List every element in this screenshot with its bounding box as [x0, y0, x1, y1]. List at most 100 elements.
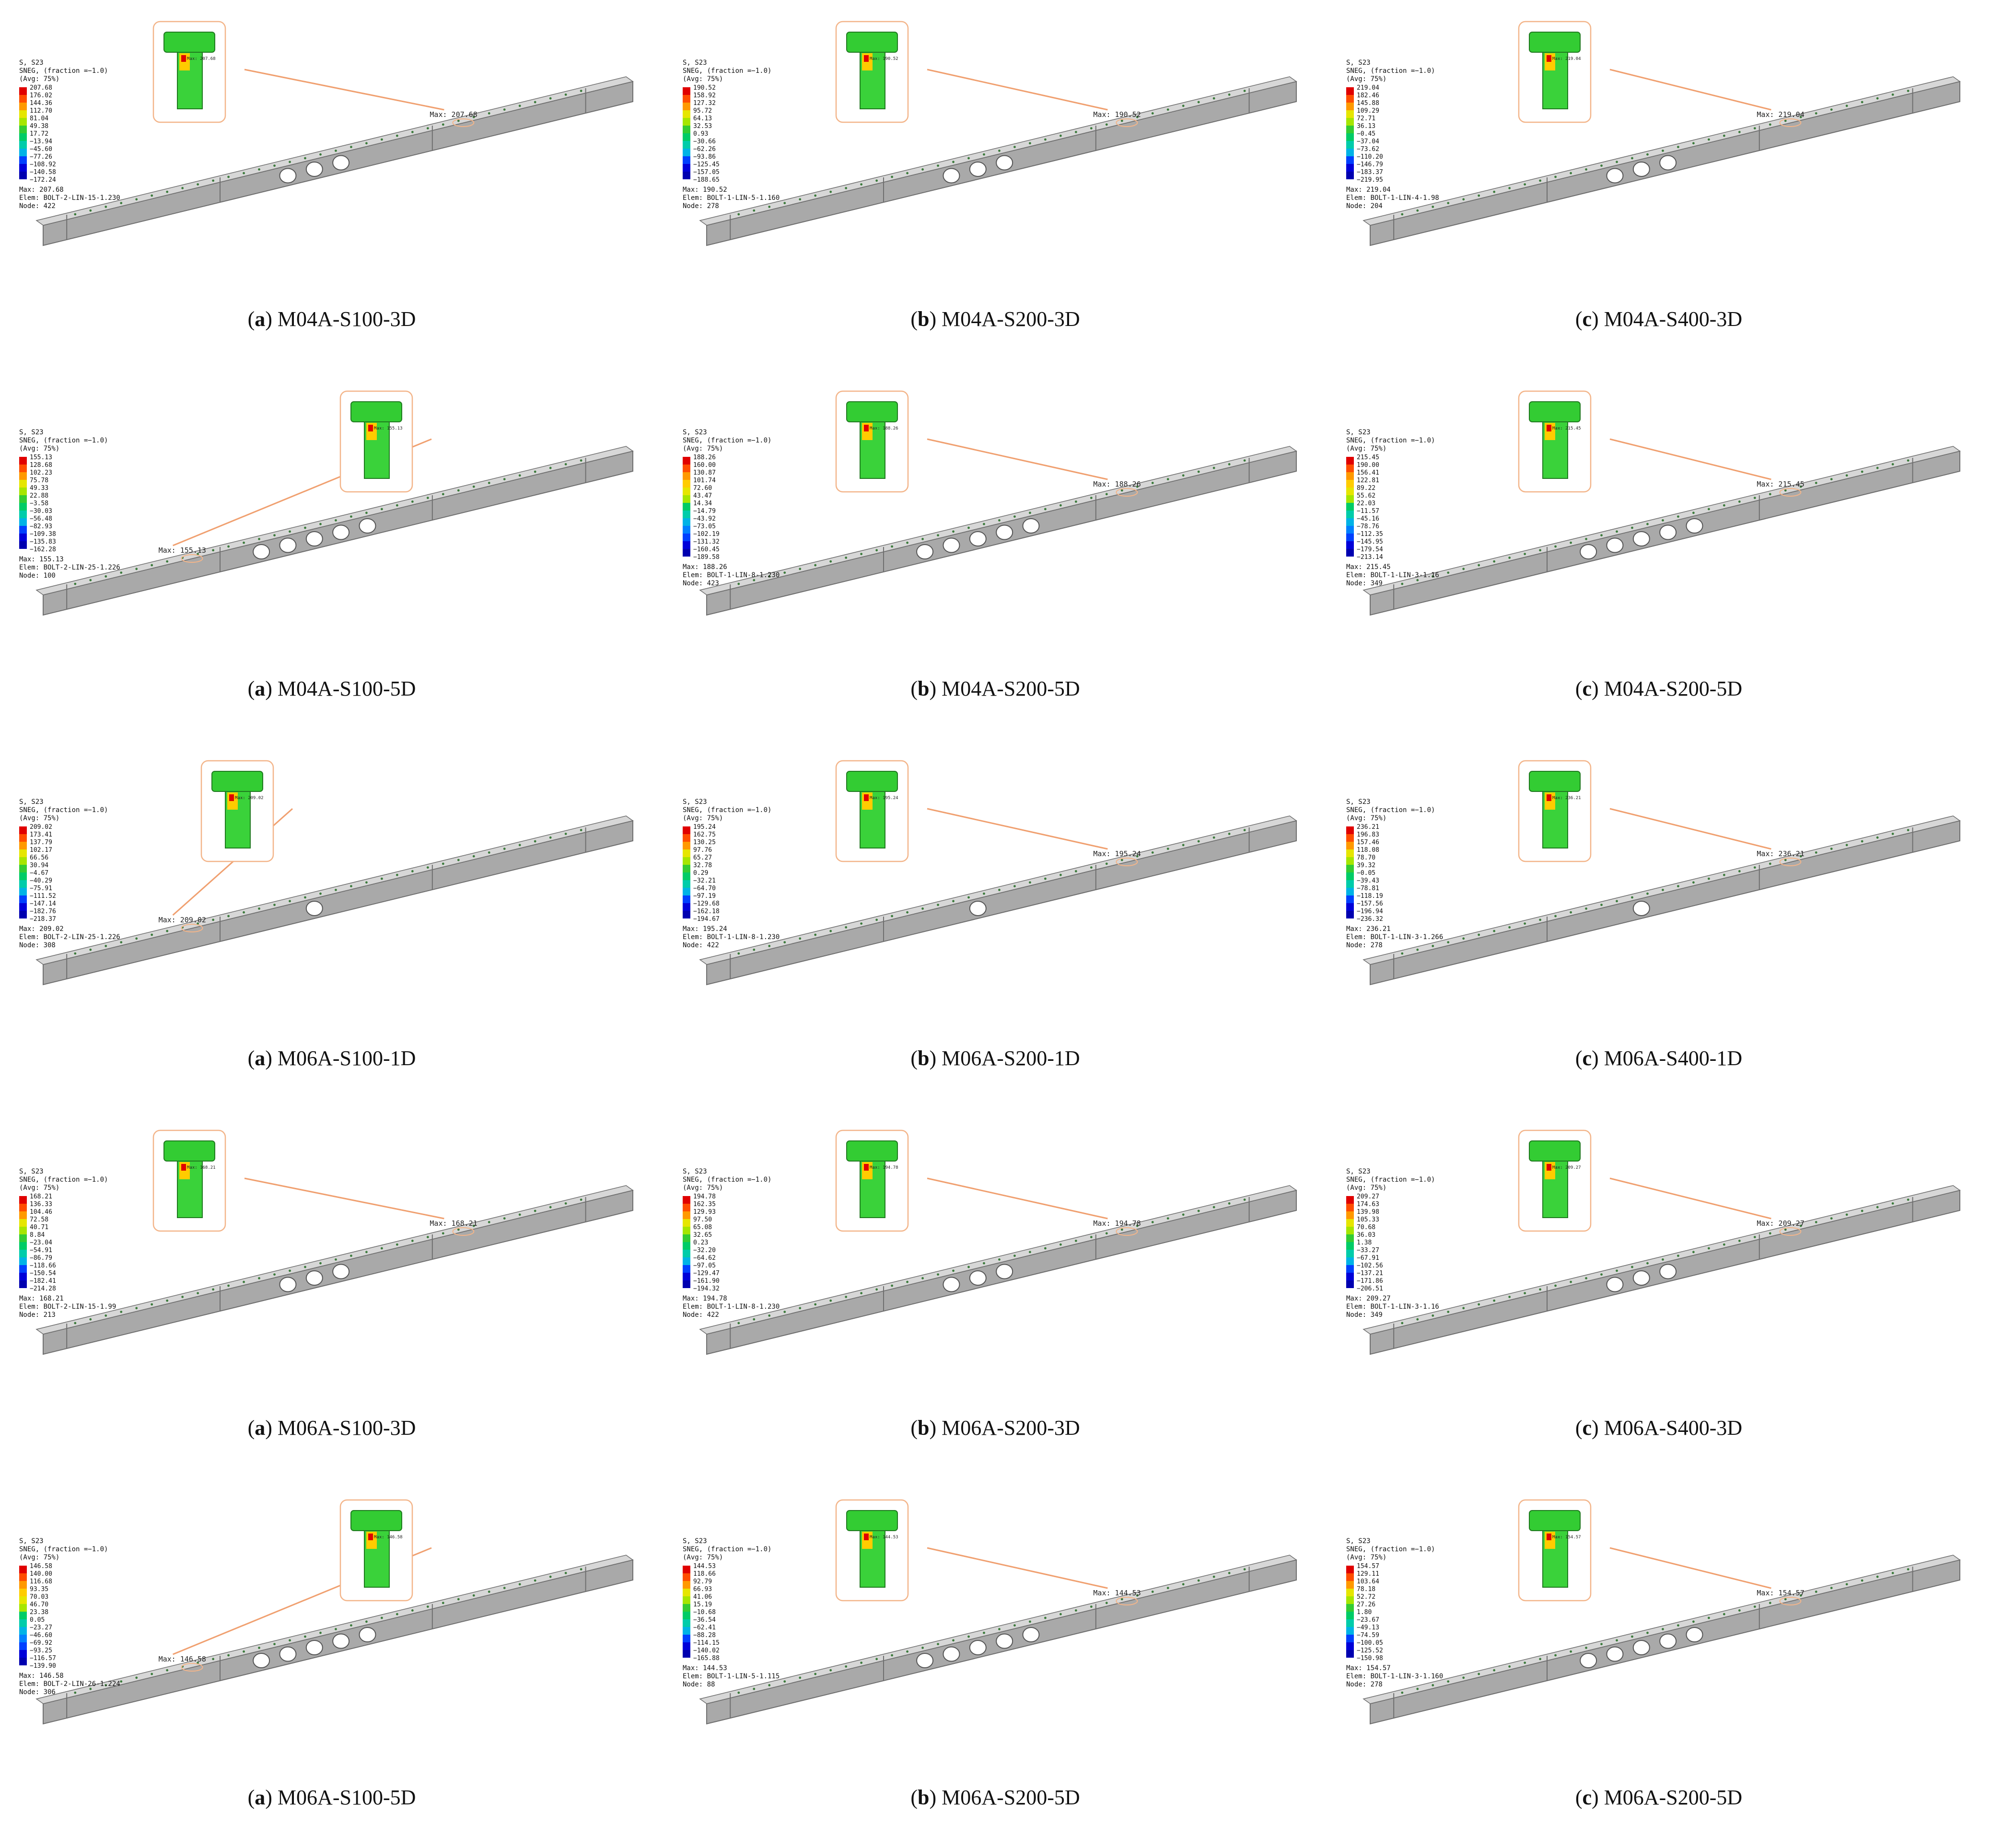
legend-color-band: [19, 849, 27, 857]
legend-value: 127.32: [693, 100, 716, 107]
legend-value: 102.17: [30, 847, 52, 854]
bolt-inset: Max: 155.13: [339, 390, 413, 493]
max-location-marker: [181, 1663, 203, 1672]
legend-value: −45.60: [30, 146, 52, 153]
caption-letter: a: [255, 677, 266, 700]
legend-color-band: [683, 164, 690, 172]
legend-value: 155.13: [30, 454, 52, 461]
legend-footer-line: Node: 213: [19, 1311, 56, 1319]
legend-footer-line: Elem: BOLT-1-LIN-3-1.16: [1346, 571, 1439, 579]
web-opening: [1580, 1653, 1597, 1668]
legend-color-band: [19, 1589, 27, 1596]
legend-value: 130.87: [693, 469, 716, 477]
web-opening: [359, 1627, 376, 1642]
web-openings: [253, 518, 376, 559]
legend-value: 40.71: [30, 1224, 48, 1231]
bolt-shape: [1529, 1140, 1581, 1218]
legend-value: −43.92: [693, 515, 716, 523]
web-opening: [359, 518, 376, 534]
web-opening: [305, 531, 323, 546]
legend-value: −150.54: [30, 1270, 56, 1277]
legend-color-band: [683, 126, 690, 133]
legend-header-line: SNEG, (fraction =−1.0): [19, 67, 108, 75]
legend-value: −13.94: [30, 138, 52, 145]
legend-value: 194.78: [693, 1193, 716, 1200]
caption-name: M06A-S400-3D: [1604, 1416, 1743, 1440]
legend-value: −218.37: [30, 916, 56, 923]
legend-color-band: [19, 1619, 27, 1627]
legend-value: 55.62: [1357, 492, 1375, 500]
bolt-row: [737, 829, 1246, 955]
bolt-shape: [1529, 1510, 1581, 1588]
legend-header-line: S, S23: [1346, 1168, 1371, 1175]
legend-color-band: [683, 826, 690, 834]
legend-color-band: [683, 849, 690, 857]
web-opening: [253, 544, 270, 559]
legend-value: 70.03: [30, 1593, 48, 1601]
caption-letter: c: [1582, 1786, 1592, 1809]
legend-color-band: [19, 133, 27, 141]
legend-value: 0.29: [693, 870, 708, 877]
legend-value: 109.29: [1357, 107, 1379, 115]
legend-color-band: [683, 1242, 690, 1250]
legend-header-line: (Avg: 75%): [19, 814, 59, 822]
legend-value: −145.95: [1357, 538, 1383, 546]
legend-value: −64.62: [693, 1255, 716, 1262]
steel-beam: [1362, 815, 1961, 986]
legend-value: 64.13: [693, 115, 712, 122]
legend-color-band: [1346, 526, 1354, 534]
max-location-marker: [1779, 488, 1802, 497]
max-location-marker: [1779, 1227, 1802, 1236]
web-opening: [943, 1646, 960, 1662]
legend-color-band: [683, 103, 690, 110]
legend-value: −77.26: [30, 153, 52, 161]
legend-value: −140.02: [693, 1647, 720, 1654]
panel-caption: (c) M04A-S200-5D: [1575, 677, 1743, 700]
legend-footer-line: Node: 422: [683, 941, 719, 949]
legend-color-band: [683, 1619, 690, 1627]
legend-header-line: SNEG, (fraction =−1.0): [683, 806, 771, 814]
legend-footer-line: Max: 207.68: [19, 186, 64, 194]
legend-color-band: [1346, 911, 1354, 918]
legend-color-band: [19, 1650, 27, 1658]
legend-color-band: [1346, 842, 1354, 849]
legend-header-line: SNEG, (fraction =−1.0): [19, 437, 108, 444]
legend-color-band: [683, 1234, 690, 1242]
legend-value: 162.35: [693, 1201, 716, 1208]
bolt-max-label: Max: 195.24: [870, 796, 898, 801]
panel-caption: (c) M06A-S200-5D: [1575, 1786, 1743, 1809]
legend-header-line: (Avg: 75%): [683, 75, 723, 83]
panel-caption: (b) M04A-S200-5D: [910, 677, 1080, 700]
legend-color-band: [683, 87, 690, 95]
legend-footer-line: Elem: BOLT-1-LIN-3-1.160: [1346, 1673, 1443, 1680]
legend-color-band: [19, 87, 27, 95]
web-opening: [1580, 544, 1597, 559]
legend-header-line: S, S23: [1346, 429, 1371, 436]
web-opening: [969, 162, 987, 177]
legend-value: −109.38: [30, 531, 56, 538]
legend-footer-line: Elem: BOLT-2-LIN-25-1.226: [19, 933, 120, 941]
legend-value: 78.18: [1357, 1586, 1375, 1593]
bolt-inset: Max: 207.68: [152, 21, 226, 123]
legend-footer-line: Elem: BOLT-1-LIN-8-1.230: [683, 1303, 780, 1311]
legend-color-band: [683, 911, 690, 918]
bolt-shape: [846, 771, 898, 848]
web-opening: [305, 1270, 323, 1286]
legend-value: 139.98: [1357, 1209, 1379, 1216]
legend-value: −182.76: [30, 908, 56, 915]
legend-color-band: [1346, 1650, 1354, 1658]
legend-color-band: [683, 1196, 690, 1204]
max-location-marker: [1116, 858, 1138, 866]
legend-color-band: [19, 1612, 27, 1619]
legend-color-band: [19, 1211, 27, 1219]
web-opening: [1659, 524, 1677, 540]
legend-value: 188.26: [693, 454, 716, 461]
bolt-row: [74, 829, 582, 955]
legend-value: −214.28: [30, 1285, 56, 1292]
legend-value: 17.72: [30, 130, 48, 138]
legend-value: −161.90: [693, 1278, 720, 1285]
